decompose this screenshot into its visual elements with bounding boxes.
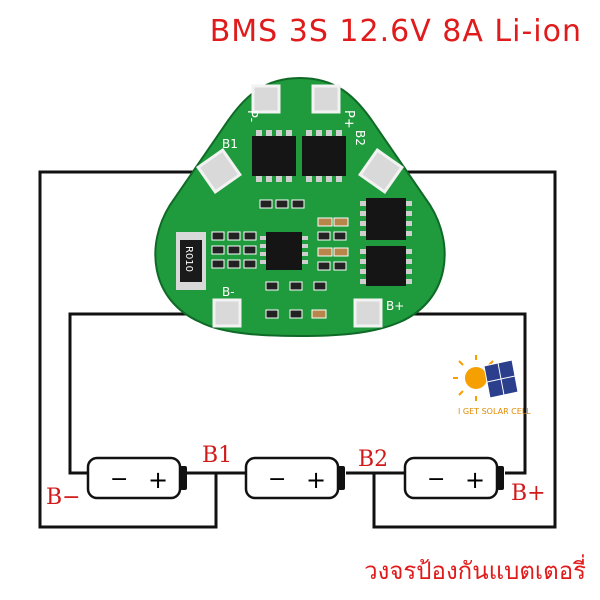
- protection-ic: [260, 232, 308, 270]
- pad-b2: [358, 148, 404, 194]
- solar-cell-logo: I GET SOLAR CELL: [453, 355, 531, 416]
- wiring: [38, 170, 557, 529]
- cell-3-minus: −: [427, 467, 445, 492]
- caption-thai: วงจรป้องกันแบตเตอรี่: [364, 557, 586, 585]
- passive-components: [211, 199, 349, 319]
- pad-p-minus: [251, 84, 281, 114]
- wire-b-minus: [68, 312, 225, 475]
- mosfet-top-right: [302, 130, 346, 182]
- bms-board: P- P+ B1 B2 B- B+: [154, 76, 446, 338]
- logo-text: I GET SOLAR CELL: [458, 407, 531, 416]
- terminal-label-b-minus: B−: [46, 485, 81, 510]
- pad-b-minus: [212, 298, 242, 328]
- page-title: BMS 3S 12.6V 8A Li-ion: [209, 14, 582, 49]
- solar-panel-icon: [483, 359, 519, 399]
- terminal-label-b2: B2: [358, 447, 388, 472]
- shunt-resistor: R010: [176, 232, 206, 290]
- mosfet-top-left: [252, 130, 296, 182]
- pad-label-b-minus: B-: [222, 285, 235, 299]
- pad-label-b1: B1: [222, 137, 238, 151]
- pad-b-plus: [353, 298, 383, 328]
- pad-label-b-plus: B+: [386, 299, 404, 313]
- resistor-code: R010: [183, 246, 194, 272]
- pad-p-plus: [311, 84, 341, 114]
- wire-b2: [372, 170, 557, 529]
- cell-3-plus: +: [465, 466, 485, 494]
- battery-cell-3: − +: [403, 456, 504, 500]
- wire-b-plus: [368, 312, 527, 475]
- pad-label-p-plus: P+: [341, 110, 356, 129]
- battery-cell-2: − +: [244, 456, 345, 500]
- pad-b1: [196, 148, 242, 194]
- cell-1-plus: +: [148, 466, 168, 494]
- mosfet-right-upper: [360, 198, 412, 240]
- pad-label-p-minus: P-: [244, 110, 259, 123]
- cell-1-minus: −: [110, 467, 128, 492]
- terminal-label-b1: B1: [202, 443, 232, 468]
- wire-b1: [38, 170, 218, 529]
- mosfet-right-lower: [360, 246, 412, 286]
- terminal-label-b-plus: B+: [511, 481, 546, 506]
- cell-2-plus: +: [306, 466, 326, 494]
- cell-2-minus: −: [268, 467, 286, 492]
- battery-cell-1: − +: [86, 456, 187, 500]
- pad-label-b2: B2: [353, 130, 367, 146]
